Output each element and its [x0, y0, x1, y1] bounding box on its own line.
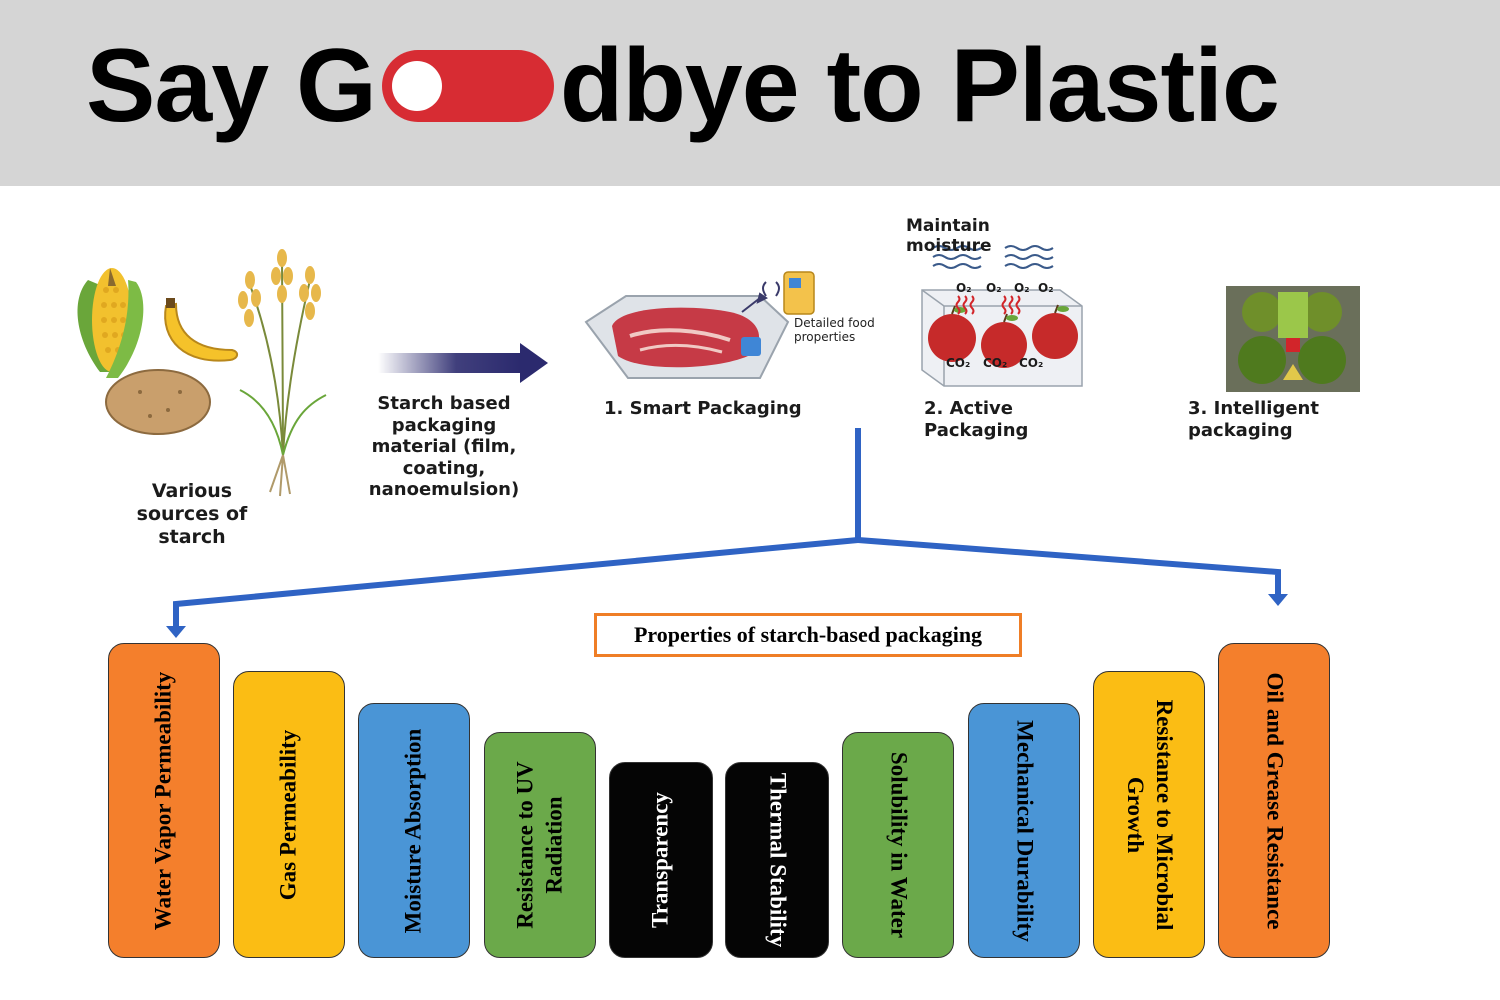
- smartphone-icon: [783, 271, 815, 315]
- heat-lines-icon: [955, 295, 1021, 315]
- property-label: Thermal Stability: [765, 772, 791, 948]
- connector-lines: [173, 428, 1281, 628]
- starch-sources-label: Various sources of starch: [136, 480, 248, 548]
- maintain-moisture-label: Maintain moisture: [906, 216, 992, 257]
- wireless-signal-icon: [741, 281, 780, 313]
- moisture-waves-icon: [932, 245, 1054, 269]
- property-label: Mechanical Durability: [1012, 719, 1038, 942]
- corn-icon: [77, 268, 144, 378]
- oxygen-label: O₂: [1038, 281, 1054, 295]
- property-label: Moisture Absorption: [400, 728, 426, 933]
- page-title: Say G dbye to Plastic: [86, 26, 1280, 146]
- property-label: Oil and Grease Resistance: [1262, 671, 1288, 930]
- intelligent-packaging-photo: [1226, 286, 1360, 392]
- arrowhead-right-icon: [1268, 594, 1288, 606]
- intelligent-packaging-label: 3. Intelligent packaging: [1188, 398, 1319, 441]
- property-solubility-in-water: Solubility in Water: [842, 732, 954, 958]
- title-left: Say G: [86, 27, 377, 144]
- smart-packaging-label: 1. Smart Packaging: [604, 398, 802, 419]
- carbon-dioxide-label: CO₂: [946, 356, 971, 370]
- property-thermal-stability: Thermal Stability: [725, 762, 829, 958]
- active-packaging-label: 2. Active Packaging: [924, 398, 1029, 441]
- header-banner: Say G dbye to Plastic: [0, 0, 1500, 186]
- food-properties-annotation: Detailed food properties: [794, 316, 875, 345]
- properties-title: Properties of starch-based packaging: [594, 613, 1022, 657]
- process-arrow-icon: [378, 343, 548, 383]
- property-gas-permeability: Gas Permeability: [233, 671, 345, 958]
- toggle-knob: [391, 61, 442, 111]
- apple-icon: [928, 304, 1078, 368]
- property-label: Transparency: [647, 792, 673, 928]
- potato-icon: [105, 369, 211, 435]
- title-right: dbye to Plastic: [559, 27, 1280, 144]
- oxygen-label: O₂: [986, 281, 1002, 295]
- property-label: Solubility in Water: [886, 751, 912, 939]
- carbon-dioxide-label: CO₂: [1019, 356, 1044, 370]
- property-label: Water Vapor Permeability: [150, 671, 176, 930]
- property-label: Resistance to Microbial Growth: [1123, 699, 1177, 930]
- property-microbial-resistance: Resistance to Microbial Growth: [1093, 671, 1205, 958]
- arrowhead-left-icon: [166, 626, 186, 638]
- toggle-switch-icon: [381, 50, 554, 122]
- banana-icon: [164, 298, 238, 362]
- meat-tray-icon: [584, 295, 790, 379]
- property-mechanical-durability: Mechanical Durability: [968, 703, 1080, 958]
- property-uv-resistance: Resistance to UV Radiation: [484, 732, 596, 958]
- wheat-grains: [238, 249, 321, 327]
- property-moisture-absorption: Moisture Absorption: [358, 703, 470, 958]
- property-oil-grease-resistance: Oil and Grease Resistance: [1218, 643, 1330, 958]
- oxygen-label: O₂: [956, 281, 972, 295]
- oxygen-label: O₂: [1014, 281, 1030, 295]
- property-label: Resistance to UV Radiation: [512, 761, 566, 929]
- property-transparency: Transparency: [609, 762, 713, 958]
- property-water-vapor-permeability: Water Vapor Permeability: [108, 643, 220, 958]
- packaging-material-label: Starch based packaging material (film, c…: [368, 393, 520, 501]
- property-label: Gas Permeability: [275, 729, 301, 900]
- carbon-dioxide-label: CO₂: [983, 356, 1008, 370]
